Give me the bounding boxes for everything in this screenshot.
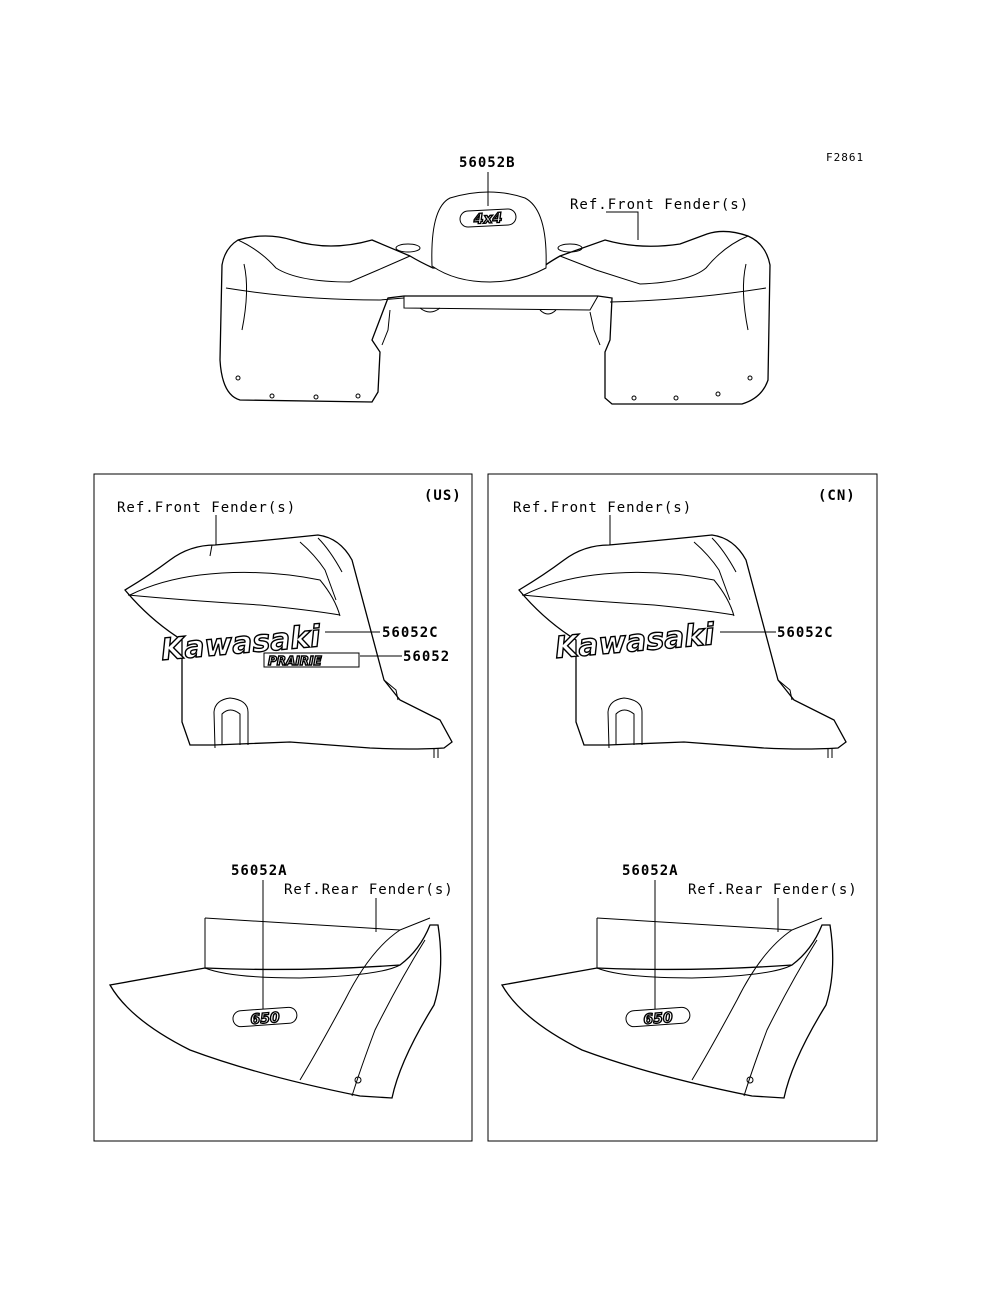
panel-cn-part-56052A: 56052A xyxy=(622,863,679,879)
part-label-56052B: 56052B xyxy=(459,155,516,171)
panel-cn-rear-decal: 650 xyxy=(625,1006,691,1029)
panel-us-model-text: PRAIRIE xyxy=(268,654,322,668)
panel-us-rear-decal-text: 650 xyxy=(250,1010,281,1028)
panel-us xyxy=(93,473,473,1142)
panel-us-part-56052A: 56052A xyxy=(231,863,288,879)
badge-4x4-text: 4x4 xyxy=(472,210,502,228)
ref-front-fender-label: Ref.Front Fender(s) xyxy=(570,197,749,213)
panel-cn-region: (CN) xyxy=(818,488,856,504)
panel-cn xyxy=(487,473,878,1142)
panel-us-rear-fender-drawing xyxy=(108,880,442,1099)
figure-code: F2861 xyxy=(826,151,864,164)
panel-us-part-56052C: 56052C xyxy=(382,625,439,641)
panel-cn-rear-fender-drawing xyxy=(500,880,834,1099)
panel-cn-front-fender-drawing xyxy=(518,515,847,758)
panel-cn-brand-decal: Kawasaki xyxy=(553,616,717,666)
panel-us-region: (US) xyxy=(424,488,462,504)
panel-us-part-56052: 56052 xyxy=(403,649,450,665)
panel-us-front-ref: Ref.Front Fender(s) xyxy=(117,500,296,516)
panel-us-rear-ref: Ref.Rear Fender(s) xyxy=(284,882,454,898)
front-fender-top-drawing: 4x4 xyxy=(219,172,771,405)
panel-cn-brand-text: Kawasaki xyxy=(554,617,717,666)
panel-cn-rear-decal-text: 650 xyxy=(643,1010,674,1028)
panel-us-rear-decal: 650 xyxy=(232,1006,298,1029)
panel-us-front-fender-drawing xyxy=(124,515,453,758)
panel-cn-part-56052C: 56052C xyxy=(777,625,834,641)
panel-cn-rear-ref: Ref.Rear Fender(s) xyxy=(688,882,858,898)
panel-cn-front-ref: Ref.Front Fender(s) xyxy=(513,500,692,516)
panel-us-model-decal-plate xyxy=(263,652,360,668)
